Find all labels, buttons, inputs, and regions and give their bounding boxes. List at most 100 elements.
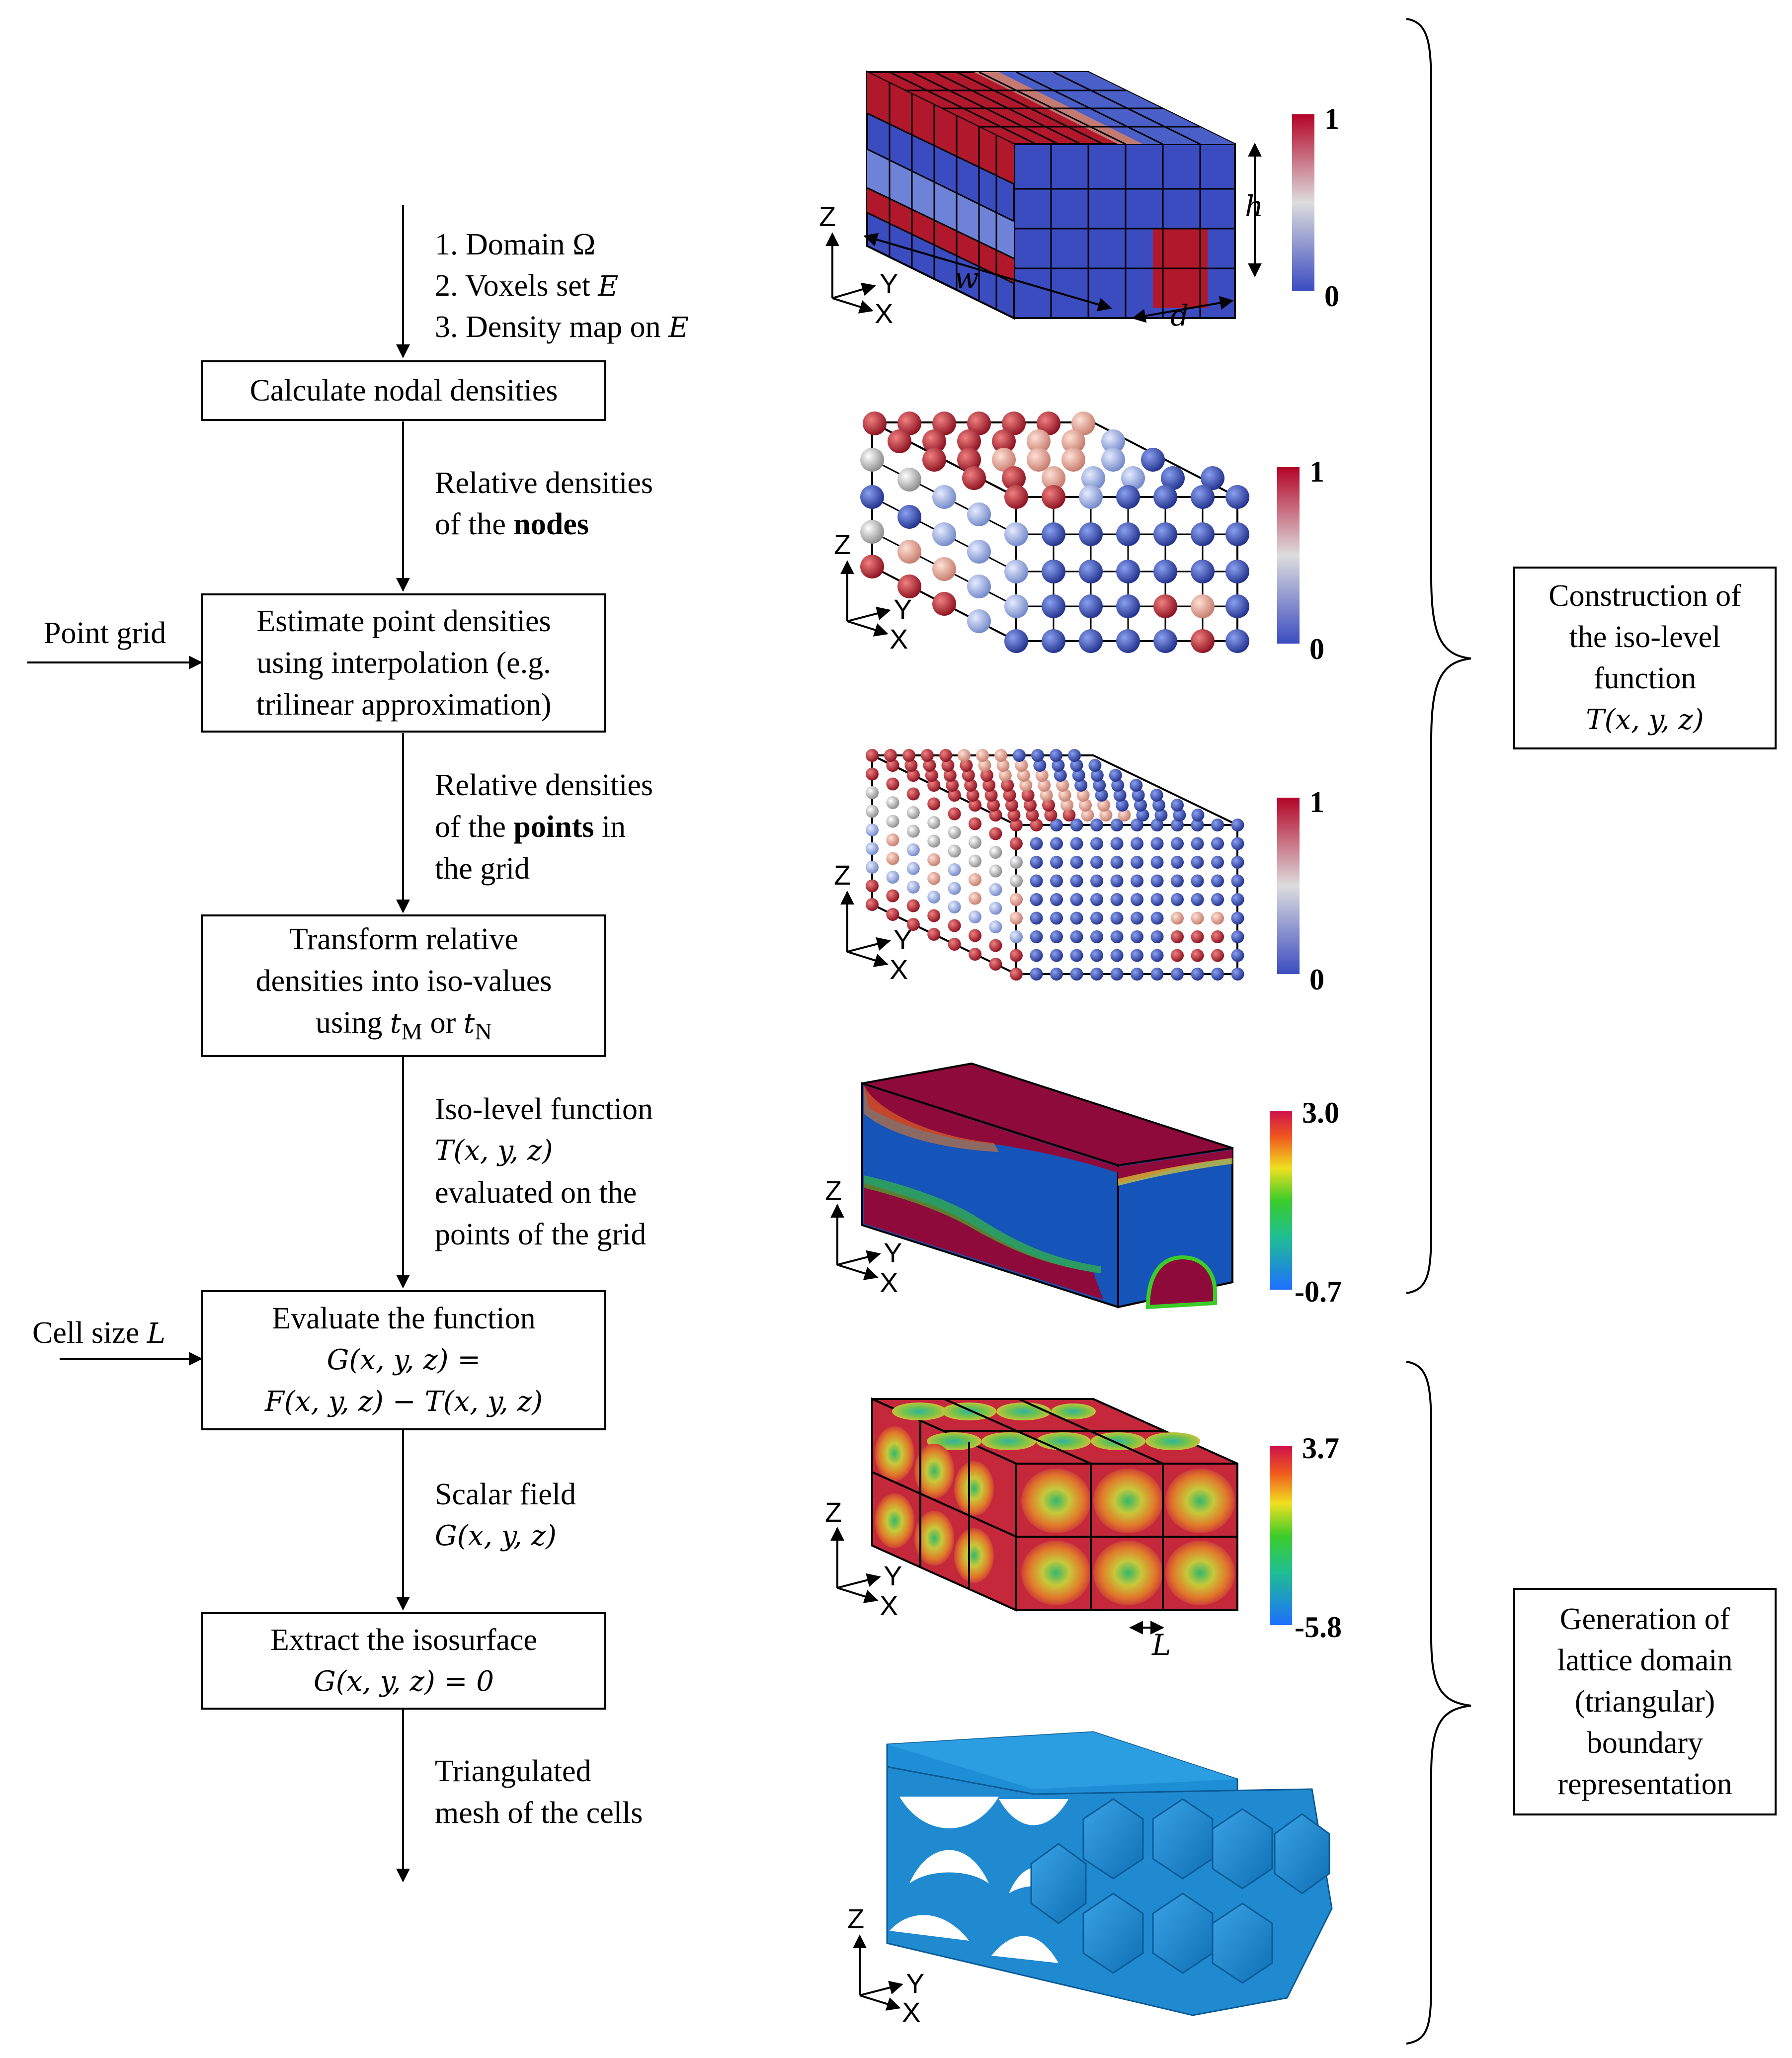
- grid-point: [1030, 837, 1043, 850]
- step-extract-isosurface: Extract the isosurface G(x, y, z) = 0: [201, 1612, 606, 1710]
- grid-point: [866, 786, 879, 799]
- grid-point: [989, 864, 1002, 878]
- grid-point: [1171, 911, 1184, 925]
- grid-point: [1005, 799, 1018, 812]
- grid-point: [1191, 837, 1204, 850]
- colorbar1-min: 0: [1324, 280, 1339, 313]
- grid-point: [1070, 949, 1083, 962]
- grid-point: [1038, 779, 1051, 792]
- grid-point: [1191, 819, 1204, 831]
- grid-point: [921, 749, 934, 762]
- grid-point: [866, 842, 879, 855]
- grid-point: [960, 759, 973, 772]
- grid-point: [1050, 930, 1063, 943]
- figure-point-grid: [840, 749, 1244, 981]
- grid-point: [886, 777, 899, 791]
- colorbar-2: [1277, 467, 1300, 644]
- grid-point: [1171, 968, 1184, 981]
- grid-point: [1110, 893, 1124, 906]
- grid-point: [866, 749, 879, 762]
- colorbar3-max: 1: [1309, 786, 1324, 819]
- edge2-line1: Relative densities: [435, 768, 653, 802]
- grid-point: [1116, 799, 1129, 812]
- fig4-z-label: Z: [825, 1175, 842, 1206]
- grid-point: [1090, 819, 1103, 831]
- fig1-d-label: d: [1170, 299, 1189, 332]
- fig1-x-label: X: [875, 298, 893, 329]
- grid-point: [1001, 779, 1014, 792]
- grid-point: [1090, 949, 1103, 962]
- grid-point: [989, 958, 1002, 971]
- grid-point: [1191, 930, 1204, 943]
- colorbar5-min: -5.8: [1295, 1611, 1342, 1644]
- grid-point: [1097, 799, 1110, 812]
- grid-point: [1110, 819, 1124, 831]
- brace-construction: [1406, 18, 1471, 1294]
- grid-point: [886, 815, 899, 828]
- colorbar-3: [1277, 798, 1300, 974]
- grid-point: [1024, 799, 1037, 812]
- grid-point: [927, 797, 941, 811]
- group2-line2: lattice domain: [1557, 1643, 1733, 1677]
- grid-point: [1033, 759, 1047, 772]
- step4-line2: G(x, y, z) =: [326, 1344, 481, 1376]
- grid-point: [996, 759, 1010, 772]
- edge3-line3: evaluated on the: [435, 1176, 637, 1210]
- input-voxels: 2. Voxels set E: [435, 269, 619, 303]
- grid-point: [1111, 779, 1125, 792]
- figure-iso-level: [830, 1062, 1233, 1310]
- step-estimate-point-densities: Estimate point densities using interpola…: [201, 593, 606, 733]
- grid-point: [1015, 759, 1028, 772]
- grid-point: [906, 806, 920, 819]
- grid-point: [906, 824, 920, 838]
- grid-point: [906, 881, 920, 894]
- fig6-x-label: X: [902, 1996, 920, 2028]
- fig2-z-label: Z: [834, 529, 851, 560]
- grid-point: [1070, 856, 1083, 869]
- grid-point: [902, 749, 915, 762]
- grid-point: [1062, 809, 1076, 822]
- grid-point: [989, 827, 1002, 840]
- grid-point: [1110, 949, 1124, 962]
- grid-point: [1009, 856, 1023, 869]
- grid-point: [927, 872, 941, 885]
- step2-line1: Estimate point densities: [256, 604, 551, 638]
- grid-point: [1132, 789, 1145, 802]
- grid-point: [948, 789, 961, 802]
- grid-point: [1019, 779, 1033, 792]
- grid-point: [1058, 789, 1071, 802]
- grid-point: [906, 899, 920, 912]
- grid-point: [1130, 779, 1143, 792]
- grid-point: [1068, 749, 1081, 762]
- grid-point: [1050, 749, 1062, 762]
- step-evaluate-function: Evaluate the function G(x, y, z) = F(x, …: [201, 1290, 606, 1430]
- grid-point: [1009, 968, 1023, 981]
- grid-point: [1009, 819, 1023, 831]
- grid-point: [1093, 779, 1106, 792]
- grid-point: [1050, 893, 1063, 906]
- input-domain: 1. Domain Ω: [435, 228, 596, 261]
- fig2-y-label: Y: [894, 593, 912, 625]
- grid-point: [1050, 949, 1063, 962]
- figure-lattice-mesh: [853, 1731, 1333, 2016]
- grid-point: [1173, 809, 1186, 822]
- grid-point: [866, 767, 879, 781]
- grid-point: [886, 796, 899, 809]
- grid-point: [1191, 949, 1204, 962]
- fig3-z-label: Z: [834, 859, 851, 891]
- grid-point: [1090, 911, 1103, 925]
- fig4-x-label: X: [880, 1267, 898, 1298]
- grid-point: [1150, 949, 1164, 962]
- group-generation-lattice: Generation of lattice domain (triangular…: [1513, 1588, 1777, 1815]
- grid-point: [1052, 759, 1065, 772]
- grid-point: [969, 948, 981, 961]
- grid-point: [948, 807, 961, 821]
- colorbar3-min: 0: [1309, 963, 1324, 996]
- grid-point: [1150, 911, 1164, 925]
- grid-point: [946, 779, 959, 792]
- grid-point: [886, 759, 899, 772]
- step-calculate-nodal-densities: Calculate nodal densities: [201, 360, 606, 421]
- grid-point: [1231, 837, 1244, 850]
- fig6-y-label: Y: [906, 1968, 924, 1999]
- grid-point: [1070, 911, 1083, 925]
